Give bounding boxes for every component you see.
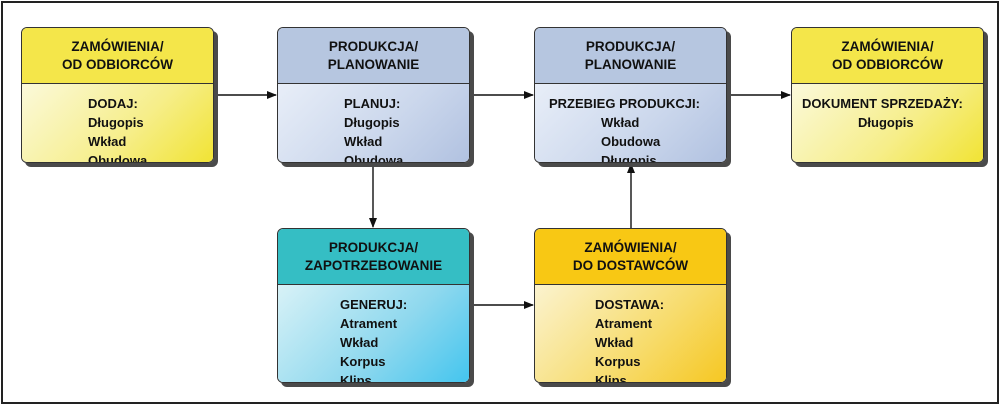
node-item: Obudowa [601,134,661,149]
node-orders-from-customers-sales: ZAMÓWIENIA/ OD ODBIORCÓW DOKUMENT SPRZED… [791,27,984,163]
node-title-line2: ZAPOTRZEBOWANIE [304,257,443,273]
node-body: PLANUJ: Długopis Wkład Obudowa [278,84,469,163]
node-item: Długopis [344,115,400,130]
node-orders-to-suppliers: ZAMÓWIENIA/ DO DOSTAWCÓW DOSTAWA: Atrame… [534,228,727,383]
node-item: Korpus [595,354,641,369]
node-body: DOSTAWA: Atrament Wkład Korpus Klips [535,285,726,383]
node-item: Atrament [595,316,653,331]
node-body: PRZEBIEG PRODUKCJI: Wkład Obudowa Długop… [535,84,726,163]
node-title-line1: ZAMÓWIENIA/ [71,38,164,54]
node-item: Wkład [595,335,634,350]
node-title-line1: PRODUKCJA/ [328,239,419,255]
node-header: ZAMÓWIENIA/ OD ODBIORCÓW [22,28,213,84]
node-item: Długopis [601,153,657,163]
node-orders-from-customers-add: ZAMÓWIENIA/ OD ODBIORCÓW DODAJ: Długopis… [21,27,214,163]
node-title-line2: PLANOWANIE [327,56,420,72]
node-production-planning-run: PRODUKCJA/ PLANOWANIE PRZEBIEG PRODUKCJI… [534,27,727,163]
node-heading: GENERUJ: [340,297,408,312]
node-header: PRODUKCJA/ PLANOWANIE [535,28,726,84]
node-heading: PLANUJ: [344,96,401,111]
node-header: PRODUKCJA/ PLANOWANIE [278,28,469,84]
node-header: PRODUKCJA/ ZAPOTRZEBOWANIE [278,229,469,285]
node-heading: DOKUMENT SPRZEDAŻY: [802,96,963,111]
node-title-line1: ZAMÓWIENIA/ [841,38,934,54]
node-header: ZAMÓWIENIA/ OD ODBIORCÓW [792,28,983,84]
node-item: Wkład [340,335,379,350]
node-item: Korpus [340,354,386,369]
node-item: Klips [340,373,372,383]
node-heading: DOSTAWA: [595,297,665,312]
node-item: Długopis [88,115,144,130]
node-item: Długopis [858,115,914,130]
node-production-planning-plan: PRODUKCJA/ PLANOWANIE PLANUJ: Długopis W… [277,27,470,163]
node-item: Wkład [344,134,383,149]
node-body: DODAJ: Długopis Wkład Obudowa [22,84,213,163]
node-title-line2: DO DOSTAWCÓW [572,257,689,273]
node-heading: DODAJ: [88,96,138,111]
node-heading: PRZEBIEG PRODUKCJI: [549,96,700,111]
node-title-line2: OD ODBIORCÓW [832,56,943,72]
node-item: Wkład [88,134,127,149]
node-title-line1: ZAMÓWIENIA/ [584,239,677,255]
node-title-line1: PRODUKCJA/ [585,38,676,54]
node-item: Klips [595,373,627,383]
node-header: ZAMÓWIENIA/ DO DOSTAWCÓW [535,229,726,285]
node-title-line1: PRODUKCJA/ [328,38,419,54]
node-item: Obudowa [88,153,148,163]
node-item: Wkład [601,115,640,130]
node-production-requirements: PRODUKCJA/ ZAPOTRZEBOWANIE GENERUJ: Atra… [277,228,470,383]
node-title-line2: OD ODBIORCÓW [62,56,173,72]
node-body: GENERUJ: Atrament Wkład Korpus Klips [278,285,469,383]
node-item: Atrament [340,316,398,331]
node-title-line2: PLANOWANIE [584,56,677,72]
node-item: Obudowa [344,153,404,163]
node-body: DOKUMENT SPRZEDAŻY: Długopis [792,84,983,162]
